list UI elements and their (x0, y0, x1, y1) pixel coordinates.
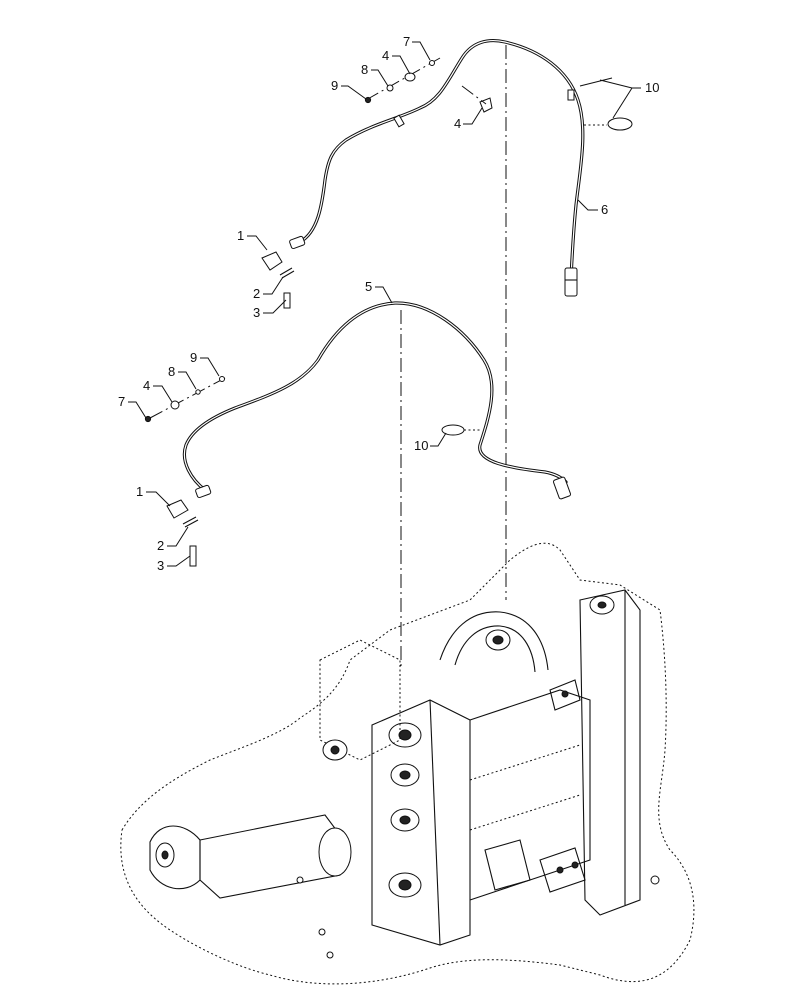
callout-2-top: 2 (253, 286, 260, 301)
o-ring-10-top (607, 117, 633, 131)
callout-1-mid: 1 (136, 484, 143, 499)
callout-2-mid: 2 (157, 538, 164, 553)
callout-7-top: 7 (403, 34, 410, 49)
callout-labels: 1 2 3 4 4 6 7 8 9 10 1 2 3 4 5 7 8 9 10 (118, 34, 659, 573)
hose-5 (182, 301, 568, 492)
hose-5-fitting-left (195, 484, 212, 499)
hose-5-assembly (144, 301, 571, 668)
callout-3-mid: 3 (157, 558, 164, 573)
callout-7-mid: 7 (118, 394, 125, 409)
hose-6 (298, 38, 585, 280)
callout-4-top: 4 (382, 48, 389, 63)
callout-5: 5 (365, 279, 372, 294)
hose-5-fitting-right (553, 476, 571, 500)
callout-9-mid: 9 (190, 350, 197, 365)
callout-8-mid: 8 (168, 364, 175, 379)
loader-frame (120, 542, 695, 985)
callout-6: 6 (601, 202, 608, 217)
hose-6-assembly (261, 38, 633, 600)
callout-1-top: 1 (237, 228, 244, 243)
leader-lines (128, 41, 641, 567)
hose-6-fitting-bottom (564, 267, 578, 297)
callout-10-top: 10 (645, 80, 659, 95)
callout-3-top: 3 (253, 305, 260, 320)
hose-6-fitting-left (289, 235, 306, 250)
callout-8-top: 8 (361, 62, 368, 77)
callout-10-mid: 10 (414, 438, 428, 453)
bracket-1-mid (166, 499, 189, 519)
callout-9-top: 9 (331, 78, 338, 93)
callout-4-mid: 4 (143, 378, 150, 393)
bracket-1-top (261, 251, 283, 271)
callout-4-top-b: 4 (454, 116, 461, 131)
